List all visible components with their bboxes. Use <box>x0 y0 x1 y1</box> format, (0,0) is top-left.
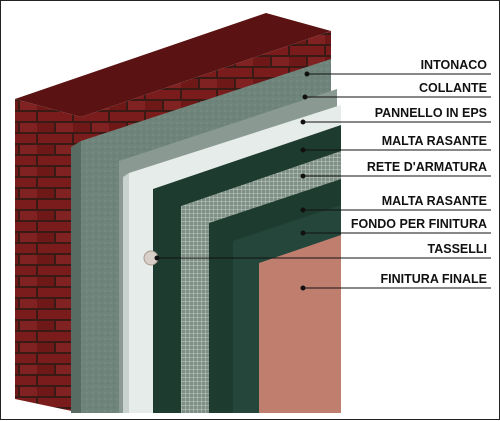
brick-wall-top <box>15 13 331 117</box>
label-collante: COLLANTE <box>419 81 487 95</box>
layer-finitura-finale <box>259 235 341 413</box>
label-tasselli: TASSELLI <box>428 242 488 256</box>
label-intonaco: INTONACO <box>421 58 488 72</box>
layer-eps-edge <box>123 173 129 413</box>
label-malta-rasante-2: MALTA RASANTE <box>382 194 487 208</box>
label-fondo-finitura: FONDO PER FINITURA <box>351 217 487 231</box>
layer-intonaco-edge <box>71 141 81 413</box>
label-malta-rasante-1: MALTA RASANTE <box>382 134 487 148</box>
brick-wall-side <box>15 99 81 413</box>
leader-lines <box>154 71 491 291</box>
label-pannello-eps: PANNELLO IN EPS <box>375 106 487 120</box>
label-rete-armatura: RETE D'ARMATURA <box>367 160 487 174</box>
label-finitura-finale: FINITURA FINALE <box>381 272 487 286</box>
